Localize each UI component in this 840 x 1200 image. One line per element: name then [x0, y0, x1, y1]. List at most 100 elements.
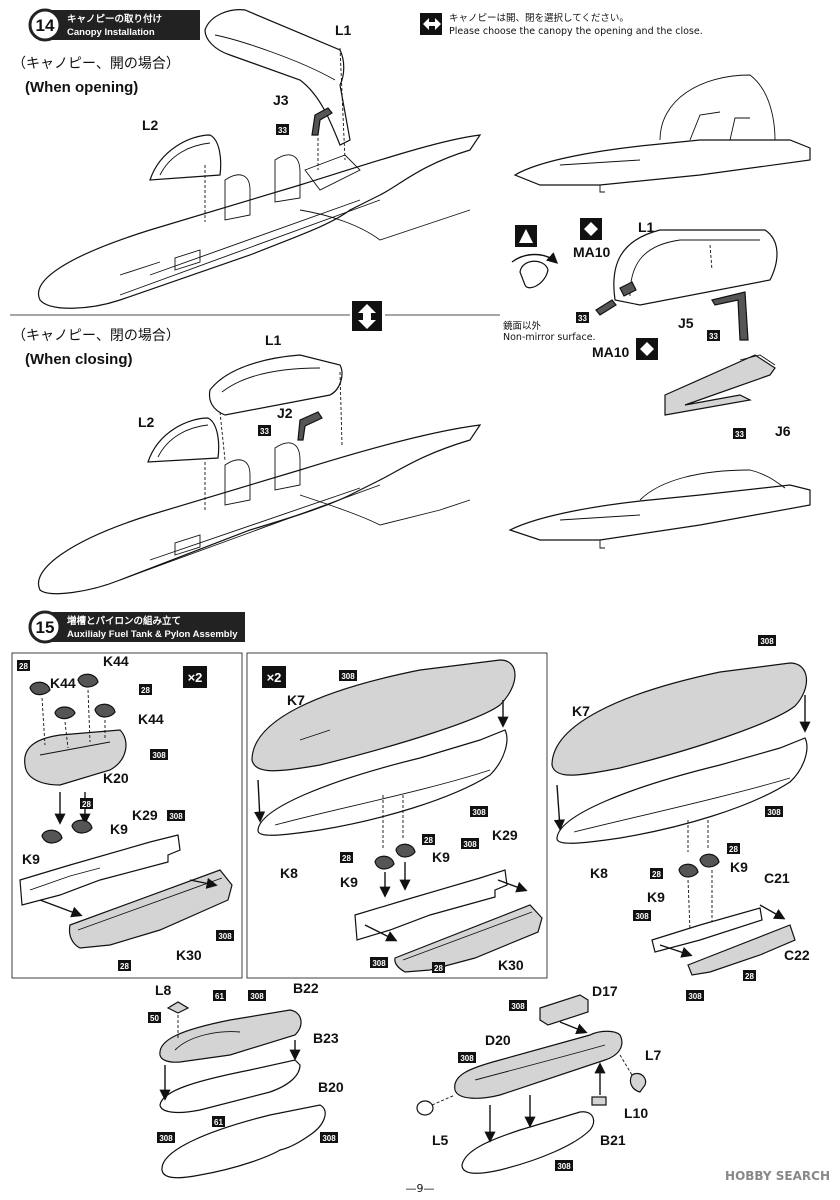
step15-number: 15	[36, 618, 55, 637]
part-K29-b	[354, 869, 508, 941]
color-badge-308-g: 308	[370, 957, 388, 968]
color-badge-28-j: 28	[743, 970, 756, 981]
aircraft-side-open	[513, 74, 811, 193]
multiplier-b: ×2	[267, 670, 282, 685]
color-badge-28-b: 28	[139, 684, 152, 695]
svg-text:33: 33	[278, 126, 287, 135]
color-badge-308-c: 308	[216, 930, 234, 941]
step14-title-en: Canopy Installation	[67, 27, 155, 38]
color-badge-28-f: 28	[340, 852, 353, 863]
part-D17	[539, 994, 589, 1026]
color-badge-33-a: 33	[276, 124, 289, 135]
svg-text:28: 28	[141, 686, 150, 695]
svg-text:28: 28	[745, 972, 754, 981]
label-B20: B20	[318, 1079, 344, 1095]
label-MA10-b: MA10	[592, 344, 630, 360]
color-badge-33-b: 33	[576, 312, 589, 323]
part-K7-a	[251, 659, 516, 772]
label-K9-e: K9	[730, 859, 748, 875]
part-C22	[687, 924, 796, 976]
label-K8-b: K8	[590, 865, 608, 881]
part-L10	[591, 1096, 607, 1106]
fuselage-outline	[37, 134, 482, 309]
color-badge-308-q: 308	[555, 1160, 573, 1171]
label-K9-b: K9	[22, 851, 40, 867]
label-K7-b: K7	[572, 703, 590, 719]
fuselage-side-open	[513, 139, 811, 186]
svg-text:33: 33	[735, 430, 744, 439]
label-J5: J5	[678, 315, 694, 331]
part-L5	[416, 1100, 434, 1116]
canopy-L1-closed	[208, 354, 343, 416]
label-MA10-a: MA10	[573, 244, 611, 260]
multiplier-badge-b	[262, 666, 286, 688]
svg-text:308: 308	[341, 672, 355, 681]
svg-text:61: 61	[215, 992, 224, 1001]
svg-text:308: 308	[218, 932, 232, 941]
step15-number-circle	[28, 610, 62, 644]
label-K29: K29	[132, 807, 158, 823]
svg-text:308: 308	[767, 808, 781, 817]
page-number: —9—	[406, 1182, 435, 1195]
choice-note-jp: キャノピーは開、閉を選択してください。	[449, 12, 629, 24]
label-B21: B21	[600, 1132, 626, 1148]
part-J3	[311, 107, 333, 136]
part-B21	[461, 1111, 595, 1174]
label-K44-b: K44	[50, 675, 76, 691]
part-J6	[664, 354, 776, 416]
windscreen-L2-closed	[147, 417, 220, 463]
label-L5: L5	[432, 1132, 449, 1148]
tank-assembly-middle	[251, 659, 543, 973]
svg-text:28: 28	[82, 800, 91, 809]
svg-text:308: 308	[250, 992, 264, 1001]
part-L8	[166, 1001, 190, 1014]
color-badge-308-m: 308	[157, 1132, 175, 1143]
svg-text:33: 33	[260, 427, 269, 436]
step14-number: 14	[36, 16, 55, 35]
color-badge-308-a: 308	[150, 749, 168, 760]
svg-text:28: 28	[19, 662, 28, 671]
color-badge-308-d: 308	[339, 670, 357, 681]
color-badge-28-d: 28	[118, 960, 131, 971]
svg-text:308: 308	[169, 812, 183, 821]
panel-pylon-left	[11, 652, 243, 979]
color-badge-308-e: 308	[470, 806, 488, 817]
fuselage-side-closed	[508, 484, 811, 541]
label-L2-open: L2	[142, 117, 159, 133]
close-heading-en: (When closing)	[25, 351, 133, 368]
step15-title-jp: 増槽とパイロンの組み立て	[67, 615, 181, 627]
color-badge-28-a: 28	[17, 660, 30, 671]
label-K9-a: K9	[110, 821, 128, 837]
step15-title-en: Auxilialy Fuel Tank & Pylon Assembly	[67, 629, 238, 640]
svg-text:28: 28	[120, 962, 129, 971]
choice-note-en: Please choose the canopy the opening and…	[449, 26, 703, 37]
label-K30: K30	[176, 947, 202, 963]
tank-assembly-right	[551, 662, 811, 976]
step15-header: 15 増槽とパイロンの組み立て Auxilialy Fuel Tank & Py…	[28, 610, 245, 644]
svg-text:28: 28	[729, 845, 738, 854]
part-D20	[454, 1030, 623, 1099]
label-B23: B23	[313, 1030, 339, 1046]
svg-text:308: 308	[760, 637, 774, 646]
color-badge-28-h: 28	[727, 843, 740, 854]
aircraft-side-closed	[508, 469, 811, 549]
canopy-L1-open	[204, 9, 351, 146]
label-K7-a: K7	[287, 692, 305, 708]
color-badge-33-e: 33	[258, 425, 271, 436]
label-K9-c: K9	[432, 849, 450, 865]
part-B22	[159, 1009, 302, 1063]
part-B20	[161, 1104, 326, 1179]
part-B23	[159, 1059, 301, 1114]
step14-header-bar	[40, 10, 200, 40]
color-badge-308-f: 308	[461, 838, 479, 849]
color-badge-308-h: 308	[758, 635, 776, 646]
step14-header: 14 キャノピーの取り付け Canopy Installation	[28, 8, 200, 42]
label-K44-c: K44	[138, 711, 164, 727]
part-K8-a	[257, 729, 508, 836]
watermark: HOBBY SEARCH	[725, 1169, 830, 1183]
label-J2: J2	[277, 405, 293, 421]
open-heading-en: (When opening)	[25, 79, 138, 96]
ma10-bracket-icon	[519, 260, 549, 289]
color-badge-61-b: 61	[212, 1116, 225, 1127]
open-heading-jp: （キャノピー、開の場合）	[12, 56, 180, 72]
